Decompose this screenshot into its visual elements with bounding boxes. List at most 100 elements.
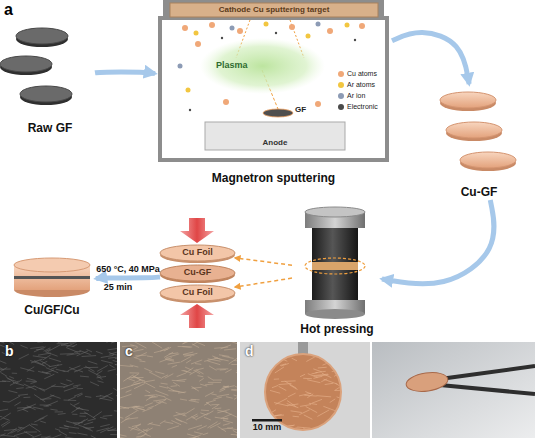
- legend-text: Cu atoms: [347, 70, 377, 77]
- fiber: [116, 395, 117, 402]
- fiber: [88, 361, 98, 364]
- fiber: [290, 428, 297, 429]
- fiber: [334, 387, 339, 391]
- fiber: [201, 410, 209, 412]
- cu-atom: [327, 28, 333, 34]
- fiber: [140, 433, 146, 437]
- fiber: [203, 433, 208, 435]
- fiber: [66, 342, 78, 347]
- fiber: [134, 357, 142, 360]
- fiber: [78, 425, 91, 429]
- node-label: Raw GF: [28, 122, 73, 135]
- legend-item: Cu atoms: [338, 70, 377, 77]
- cu-atom: [359, 23, 365, 29]
- photo-sample-side: [372, 342, 535, 438]
- fiber: [287, 404, 299, 408]
- fiber: [107, 348, 117, 350]
- fiber: [198, 376, 204, 377]
- fiber: [3, 418, 10, 421]
- fiber: [100, 417, 107, 419]
- fiber: [110, 434, 117, 435]
- fiber: [234, 392, 237, 400]
- fiber: [76, 408, 89, 410]
- fiber: [224, 349, 236, 350]
- fiber: [69, 367, 78, 371]
- fiber: [300, 374, 305, 376]
- fiber: [20, 345, 27, 348]
- gf-disk: [20, 86, 72, 102]
- fiber: [64, 426, 79, 428]
- cu-atom: [223, 99, 229, 105]
- fiber: [120, 437, 132, 438]
- fiber: [41, 437, 52, 438]
- fiber: [9, 396, 20, 402]
- legend-item: Ar atoms: [338, 81, 375, 88]
- fiber: [128, 427, 139, 430]
- fiber: [274, 403, 288, 406]
- fiber: [57, 364, 62, 366]
- fiber: [207, 361, 220, 365]
- fiber: [50, 409, 57, 410]
- fiber: [49, 358, 61, 362]
- fiber: [114, 410, 117, 412]
- fiber: [211, 404, 219, 405]
- ar-atom: [345, 23, 350, 28]
- fiber: [306, 406, 318, 412]
- fiber: [304, 395, 316, 397]
- panel-letter: a: [4, 1, 18, 19]
- gf-disk: [16, 28, 68, 44]
- fiber: [9, 377, 14, 379]
- fiber: [337, 397, 349, 401]
- fiber: [34, 361, 46, 367]
- fiber: [101, 355, 114, 357]
- disk-face: [160, 245, 235, 261]
- fiber: [88, 370, 101, 376]
- sample-disk: [265, 354, 341, 430]
- fiber: [74, 393, 82, 396]
- fiber: [44, 374, 54, 379]
- fiber: [85, 396, 91, 398]
- fiber: [23, 397, 30, 398]
- fiber: [275, 367, 284, 373]
- fiber: [324, 379, 338, 384]
- fiber: [65, 437, 79, 438]
- stage-group: Cu-GF: [425, 84, 533, 200]
- fiber: [125, 411, 137, 418]
- fiber: [279, 386, 287, 390]
- flow-arrow: [96, 277, 160, 279]
- fiber: [287, 426, 299, 430]
- fiber: [31, 424, 38, 425]
- fiber: [40, 421, 46, 423]
- gf-sample: [263, 109, 293, 117]
- fiber: [66, 380, 71, 382]
- fiber: [111, 342, 117, 343]
- fiber: [192, 387, 202, 389]
- fiber: [27, 406, 36, 410]
- fiber: [183, 408, 195, 415]
- fiber: [339, 419, 348, 425]
- panel-letter: d: [245, 344, 259, 359]
- fiber: [96, 351, 103, 353]
- target-bar: Cathode Cu sputtering target: [170, 3, 378, 17]
- fiber: [303, 378, 312, 379]
- fiber: [285, 429, 300, 430]
- fiber: [213, 380, 222, 381]
- fiber: [145, 390, 150, 393]
- fiber: [167, 426, 179, 430]
- fiber: [234, 395, 237, 398]
- fiber: [0, 415, 2, 417]
- fiber: [325, 383, 334, 384]
- fiber: [208, 359, 221, 361]
- fiber: [154, 349, 168, 353]
- ar-ion: [230, 26, 235, 31]
- fiber: [37, 342, 43, 343]
- fiber: [69, 432, 77, 434]
- tweezers: [440, 366, 535, 379]
- fiber: [20, 368, 34, 372]
- fiber: [134, 342, 147, 348]
- fiber: [299, 393, 311, 396]
- fiber: [316, 396, 331, 397]
- fiber: [342, 394, 348, 396]
- fiber: [74, 403, 80, 406]
- legend-item: Ar ion: [338, 92, 365, 99]
